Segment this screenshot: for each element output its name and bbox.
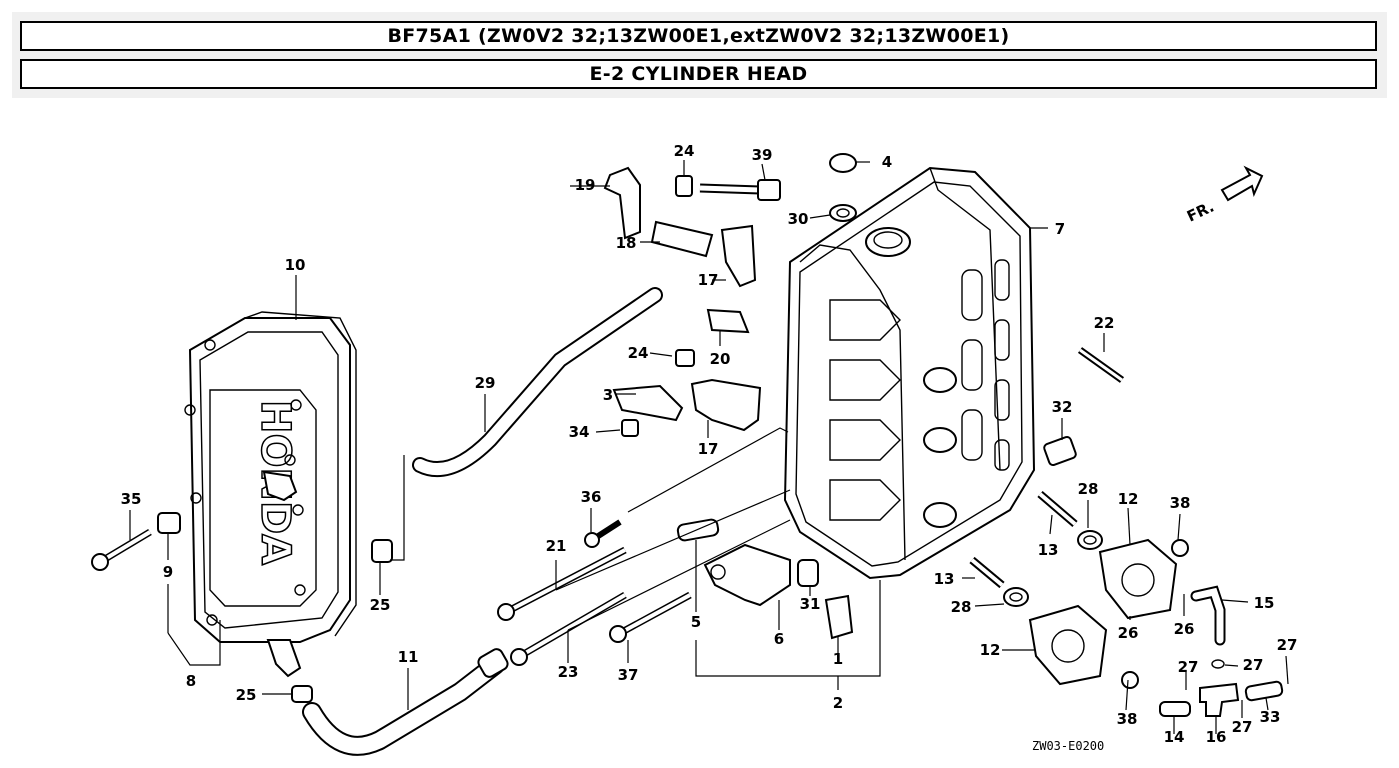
- callout-13: 13: [1038, 541, 1059, 559]
- callout-16: 16: [1206, 728, 1227, 746]
- callout-33: 33: [1260, 708, 1281, 726]
- callout-19: 19: [575, 176, 596, 194]
- callout-2: 2: [833, 694, 843, 712]
- callout-13: 13: [934, 570, 955, 588]
- callout-25: 25: [370, 596, 391, 614]
- callout-18: 18: [616, 234, 637, 252]
- callout-12: 12: [1118, 490, 1139, 508]
- callout-37: 37: [618, 666, 639, 684]
- callout-24: 24: [674, 142, 695, 160]
- callout-27: 27: [1243, 656, 1264, 674]
- callout-20: 20: [710, 350, 731, 368]
- front-direction-arrow: FR.: [1184, 165, 1264, 226]
- callout-6: 6: [774, 630, 784, 648]
- header-band: BF75A1 (ZW0V2 32;13ZW00E1,extZW0V2 32;13…: [12, 12, 1387, 98]
- callout-5: 5: [691, 613, 701, 631]
- model-title: BF75A1 (ZW0V2 32;13ZW00E1,extZW0V2 32;13…: [20, 21, 1377, 51]
- callout-22: 22: [1094, 314, 1115, 332]
- callout-labels: 1234567891011121213131415161717181920212…: [121, 142, 1298, 746]
- callout-9: 9: [163, 563, 173, 581]
- callout-28: 28: [1078, 480, 1099, 498]
- callout-38: 38: [1117, 710, 1138, 728]
- callout-4: 4: [882, 153, 892, 171]
- callout-26: 26: [1118, 624, 1139, 642]
- callout-10: 10: [285, 256, 306, 274]
- callout-17: 17: [698, 271, 719, 289]
- callout-27: 27: [1277, 636, 1298, 654]
- fuel-pump-upper: [1098, 538, 1189, 620]
- callout-17: 17: [698, 440, 719, 458]
- callout-3: 3: [603, 386, 613, 404]
- callout-7: 7: [1055, 220, 1065, 238]
- water-hose-11: [302, 648, 509, 756]
- long-bolts: [91, 347, 1125, 666]
- leader-lines: [129, 160, 1289, 734]
- callout-36: 36: [581, 488, 602, 506]
- callout-28: 28: [951, 598, 972, 616]
- callout-23: 23: [558, 663, 579, 681]
- callout-21: 21: [546, 537, 567, 555]
- front-direction-label: FR.: [1184, 198, 1217, 226]
- callout-29: 29: [475, 374, 496, 392]
- callout-26: 26: [1174, 620, 1195, 638]
- callout-8: 8: [186, 672, 196, 690]
- fuel-pump-lower: [1028, 604, 1139, 689]
- callout-12: 12: [980, 641, 1001, 659]
- section-title: E-2 CYLINDER HEAD: [20, 59, 1377, 89]
- callout-30: 30: [788, 210, 809, 228]
- callout-39: 39: [752, 146, 773, 164]
- callout-15: 15: [1254, 594, 1275, 612]
- callout-25: 25: [236, 686, 257, 704]
- breather-hose-29: [412, 287, 663, 478]
- callout-1: 1: [833, 650, 843, 668]
- callout-32: 32: [1052, 398, 1073, 416]
- callout-27: 27: [1232, 718, 1253, 736]
- cylinder-head-cover: HONDA: [184, 311, 357, 678]
- callout-35: 35: [121, 490, 142, 508]
- callout-27: 27: [1178, 658, 1199, 676]
- cylinder-head: [783, 166, 1036, 580]
- callout-11: 11: [398, 648, 419, 666]
- callout-38: 38: [1170, 494, 1191, 512]
- fuel-joint-parts: [1159, 585, 1284, 717]
- callout-14: 14: [1164, 728, 1185, 746]
- figure-reference: ZW03-E0200: [1032, 739, 1104, 753]
- callout-31: 31: [800, 595, 821, 613]
- callout-34: 34: [569, 423, 590, 441]
- callout-24: 24: [628, 344, 649, 362]
